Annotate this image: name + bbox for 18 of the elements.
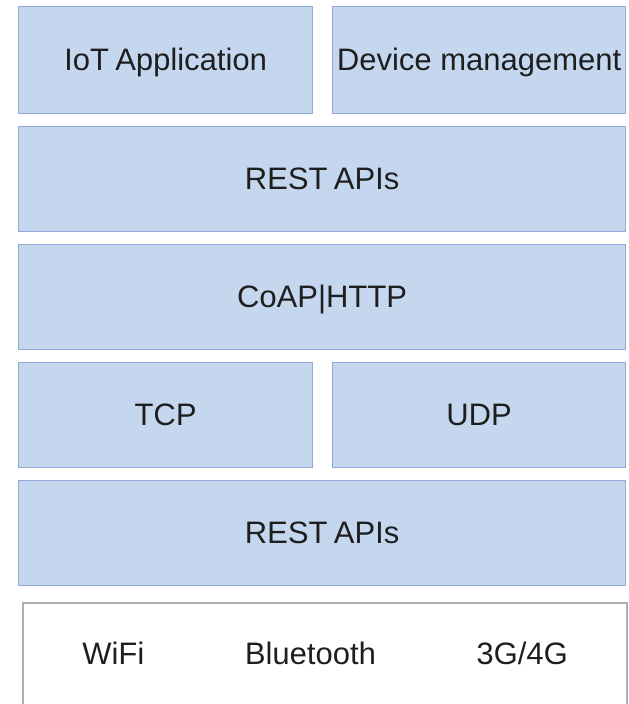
layer-label: Bluetooth — [244, 635, 376, 673]
layer-label: TCP — [134, 396, 196, 434]
layer-label: WiFi — [82, 635, 144, 673]
layer-label: 3G/4G — [476, 635, 568, 673]
layer-box — [18, 6, 313, 114]
layer-label: CoAP|HTTP — [237, 278, 407, 316]
layer-box — [332, 6, 626, 114]
layer-box — [18, 480, 626, 586]
layer-box — [18, 126, 626, 232]
layer-label: UDP — [446, 396, 512, 434]
layer-box — [22, 602, 628, 704]
layer-label: IoT Application — [64, 41, 267, 79]
layer-label: REST APIs — [244, 514, 400, 552]
layer-box — [332, 362, 626, 468]
layer-box — [18, 362, 313, 468]
layer-label: REST APIs — [244, 160, 400, 198]
layer-box — [18, 244, 626, 350]
layer-label: Device management — [336, 41, 622, 79]
